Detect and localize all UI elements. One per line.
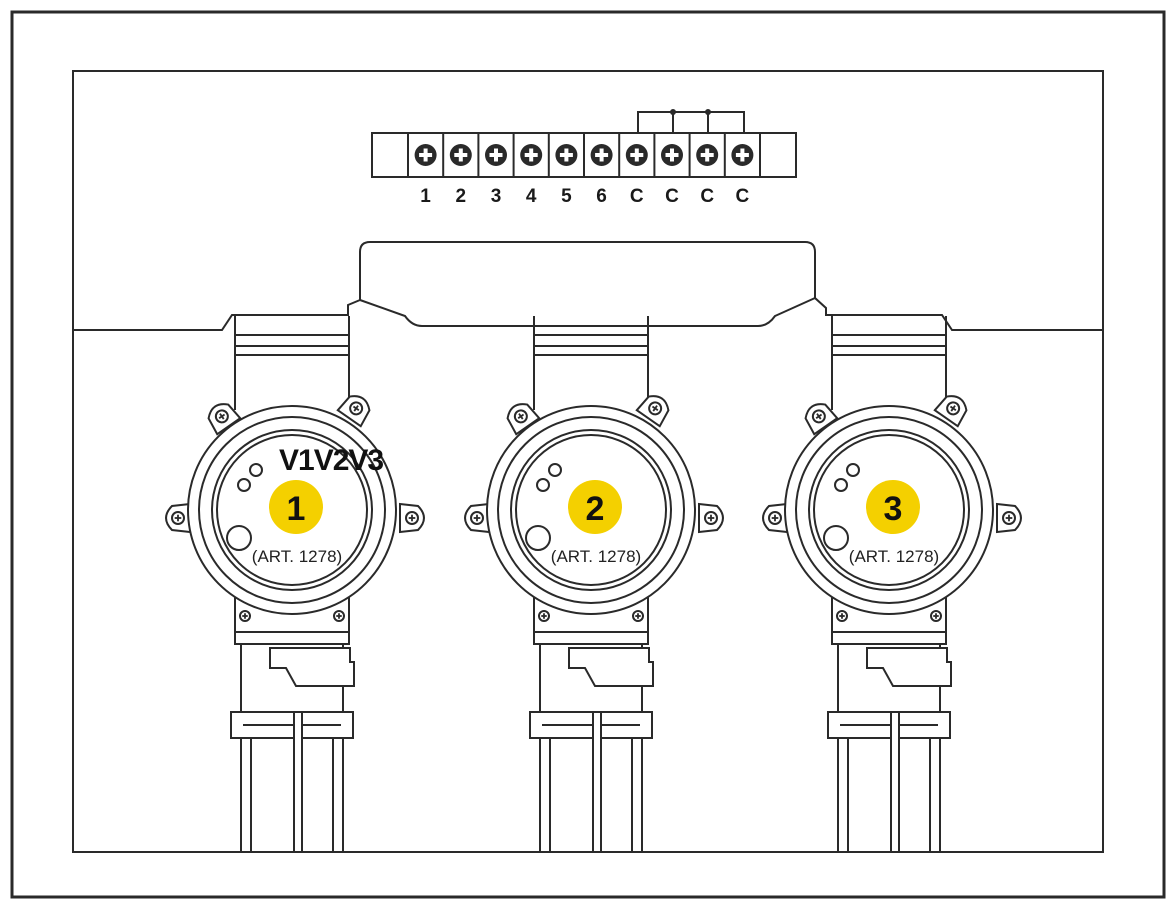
mounting-lug <box>635 395 670 428</box>
flow-handle <box>866 647 952 687</box>
screw-icon <box>632 610 644 622</box>
mounting-lug <box>464 502 490 534</box>
solenoid-face <box>808 429 970 591</box>
screw-terminal-icon <box>731 144 754 166</box>
screw-icon <box>704 511 718 525</box>
valve-article-label: (ART. 1278) <box>252 547 342 566</box>
valve-assembly: 1 (ART. 1278) <box>165 316 425 853</box>
valve-article-label: (ART. 1278) <box>849 547 939 566</box>
screw-terminal-icon <box>449 144 472 166</box>
manifold-cover <box>73 241 1103 331</box>
valve-group-label: V1V2V3 <box>279 444 383 477</box>
manifold-inner <box>359 297 816 327</box>
screw-icon <box>405 511 419 525</box>
mounting-lug <box>762 502 788 534</box>
solenoid-face <box>510 429 672 591</box>
screw-icon <box>811 409 826 424</box>
valve-assembly: 3 (ART. 1278) <box>762 316 1022 853</box>
solenoid-face <box>211 429 373 591</box>
bleed-screw <box>226 525 252 551</box>
screw-icon <box>648 401 663 416</box>
bleed-screw <box>525 525 551 551</box>
screw-icon <box>930 610 942 622</box>
jumper-node <box>705 109 711 115</box>
screw-terminal-icon <box>555 144 578 166</box>
mounting-lug <box>336 395 371 428</box>
mounting-lug <box>399 502 425 534</box>
valve-number: 1 <box>287 490 306 528</box>
valve-assembly: 2 (ART. 1278) <box>464 316 724 853</box>
indicator-hole <box>237 478 251 492</box>
common-jumper-wire <box>637 111 745 133</box>
terminal-label: C <box>736 186 750 207</box>
bleed-screw <box>823 525 849 551</box>
indicator-hole <box>846 463 860 477</box>
terminal-label: C <box>630 186 644 207</box>
valve-number-badge <box>568 480 622 534</box>
screw-icon <box>214 409 229 424</box>
screw-icon <box>538 610 550 622</box>
screw-terminal-icon <box>485 144 507 166</box>
valve-number: 2 <box>586 490 605 528</box>
indicator-hole <box>536 478 550 492</box>
screw-icon <box>239 610 251 622</box>
terminal-label: 4 <box>526 186 537 207</box>
mounting-lug <box>165 502 191 534</box>
screw-terminal-icon <box>661 144 683 166</box>
mounting-lug <box>207 403 242 436</box>
screw-icon <box>171 511 185 525</box>
mounting-lug <box>933 395 968 428</box>
screw-icon <box>768 511 782 525</box>
indicator-hole <box>548 463 562 477</box>
screw-terminal-icon <box>414 144 437 166</box>
terminal-label: 2 <box>456 186 467 207</box>
screw-icon <box>333 610 345 622</box>
screw-icon <box>836 610 848 622</box>
screw-terminal-icon <box>590 144 613 166</box>
valve-number: 3 <box>884 490 903 528</box>
screw-terminal-icon <box>520 144 543 166</box>
terminal-label: 5 <box>561 186 572 207</box>
screw-terminal-icon <box>696 144 719 166</box>
indicator-hole <box>834 478 848 492</box>
terminal-label: C <box>700 186 714 207</box>
valve-number-badge <box>269 480 323 534</box>
terminal-label: 1 <box>420 186 431 207</box>
valve-article-label: (ART. 1278) <box>551 547 641 566</box>
screw-terminal-icon <box>625 144 648 166</box>
valve-number-badge <box>866 480 920 534</box>
indicator-hole <box>249 463 263 477</box>
mounting-lug <box>506 403 541 436</box>
terminal-label: C <box>665 186 679 207</box>
jumper-node <box>670 109 676 115</box>
mounting-lug <box>698 502 724 534</box>
mounting-lug <box>996 502 1022 534</box>
terminal-label: 6 <box>596 186 607 207</box>
flow-handle <box>568 647 654 687</box>
terminal-label: 3 <box>491 186 502 207</box>
screw-icon <box>349 401 364 416</box>
screw-icon <box>946 401 961 416</box>
mounting-lug <box>804 403 839 436</box>
flow-handle <box>269 647 355 687</box>
screw-icon <box>470 511 484 525</box>
screw-icon <box>513 409 528 424</box>
screw-icon <box>1002 511 1016 525</box>
